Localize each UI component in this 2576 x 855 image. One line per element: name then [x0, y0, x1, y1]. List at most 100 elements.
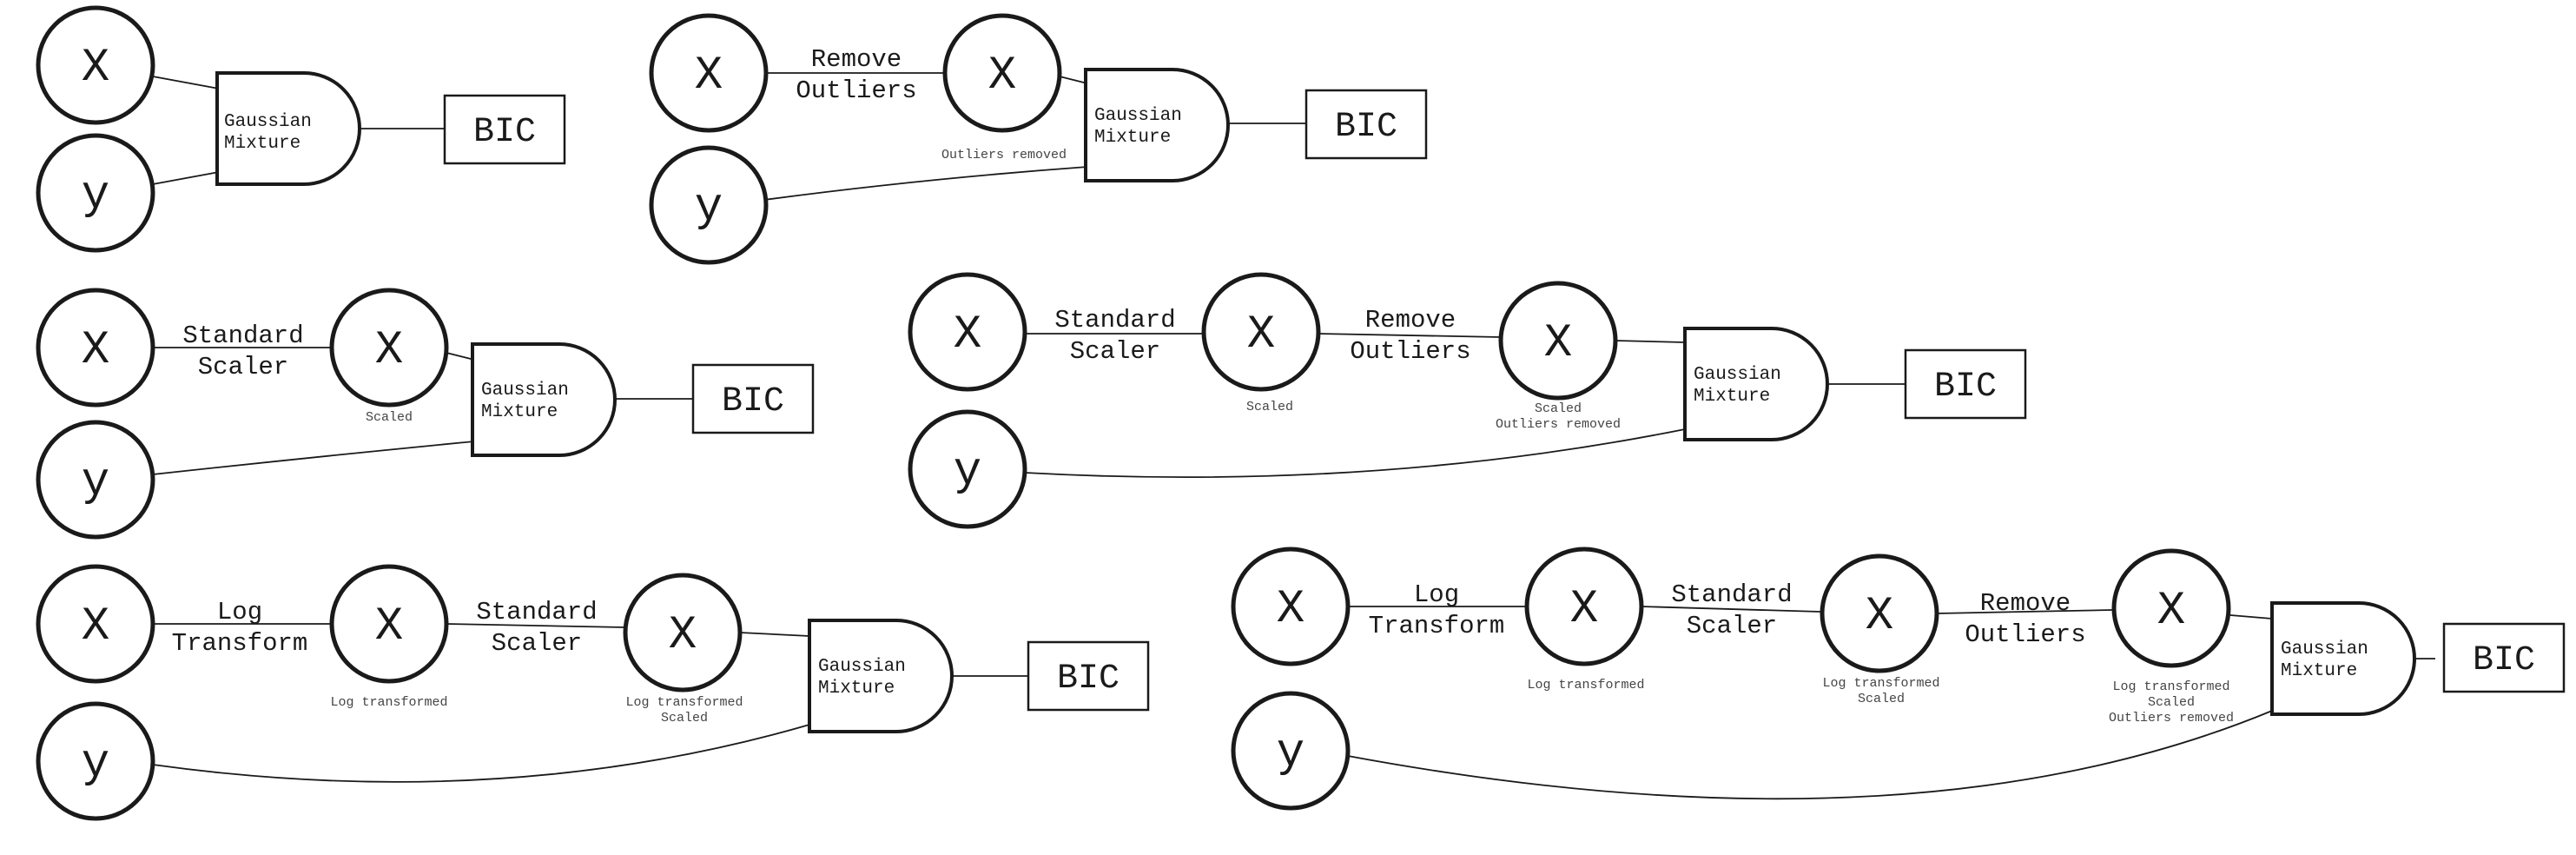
standard-scaler-step: Standard Scaler — [1671, 580, 1792, 640]
y-node: y — [1231, 691, 1351, 811]
gaussian-mixture-node: Gaussian Mixture — [1683, 327, 1829, 441]
gaussian-mixture-node: Gaussian Mixture — [1084, 68, 1230, 182]
x-outliers-removed-node: X Outliers removed — [941, 13, 1067, 162]
standard-scaler-label-line2: Scaler — [1070, 337, 1160, 366]
x-label: X — [1866, 590, 1893, 643]
note-scaled: Scaled — [366, 410, 413, 425]
log-transform-step: Log Transform — [1369, 580, 1505, 640]
bic-label: BIC — [2473, 641, 2535, 680]
standard-scaler-label-line1: Standard — [476, 598, 597, 626]
gaussian-mixture-node: Gaussian Mixture — [471, 342, 617, 457]
x-label: X — [2157, 585, 2185, 638]
note-outliers-removed: Outliers removed — [941, 148, 1067, 162]
gm-label-line1: Gaussian — [224, 112, 312, 132]
standard-scaler-label-line2: Scaler — [1687, 612, 1777, 640]
x-scaled-node: X Scaled — [329, 288, 449, 425]
gaussian-mixture-node: Gaussian Mixture — [2270, 601, 2416, 716]
remove-outliers-step: Remove Outliers — [1965, 589, 2085, 649]
y-node: y — [908, 409, 1027, 529]
x-label: X — [669, 609, 697, 662]
x-label: X — [375, 600, 403, 653]
note-log-transformed: Log transformed — [625, 695, 743, 710]
remove-outliers-label-line2: Outliers — [796, 76, 916, 105]
x-label: X — [988, 50, 1016, 103]
gaussian-mixture-node: Gaussian Mixture — [215, 71, 361, 186]
standard-scaler-step: Standard Scaler — [1054, 306, 1175, 366]
y-node: y — [649, 145, 769, 265]
pipeline-2: X Remove Outliers X Outliers removed y G… — [649, 13, 1428, 265]
remove-outliers-step: Remove Outliers — [1350, 306, 1470, 366]
bic-label: BIC — [1934, 368, 1997, 407]
y-node: y — [36, 133, 155, 253]
gm-label-line1: Gaussian — [1094, 106, 1182, 126]
remove-outliers-label-line1: Remove — [1365, 306, 1456, 335]
y-label: y — [954, 446, 981, 499]
x-scaled-node: X Scaled — [1201, 272, 1321, 414]
note-scaled: Scaled — [1858, 692, 1905, 706]
note-log-transformed: Log transformed — [2112, 679, 2229, 694]
gm-label-line2: Mixture — [224, 134, 301, 154]
bic-node: BIC — [1904, 348, 2027, 420]
standard-scaler-label-line2: Scaler — [198, 353, 288, 381]
standard-scaler-label-line1: Standard — [1054, 306, 1175, 335]
x-label: X — [1277, 583, 1305, 636]
note-log-transformed: Log transformed — [1822, 676, 1939, 691]
x-label: X — [954, 308, 981, 361]
gm-label-line1: Gaussian — [481, 381, 569, 401]
bic-label: BIC — [473, 113, 536, 152]
x-log-node: X Log transformed — [1524, 547, 1645, 693]
x-log-node: X Log transformed — [329, 564, 449, 710]
note-scaled: Scaled — [1535, 401, 1582, 416]
x-node: X — [1231, 547, 1351, 666]
log-transform-label-line1: Log — [217, 598, 262, 626]
y-node: y — [36, 420, 155, 540]
gm-label-line1: Gaussian — [1694, 365, 1781, 385]
log-transform-step: Log Transform — [172, 598, 308, 658]
remove-outliers-step: Remove Outliers — [796, 45, 916, 105]
gm-label-line1: Gaussian — [2281, 640, 2368, 659]
bic-label: BIC — [1335, 108, 1397, 147]
x-label: X — [1247, 308, 1275, 361]
gm-label-line1: Gaussian — [818, 657, 906, 677]
standard-scaler-step: Standard Scaler — [182, 321, 303, 381]
standard-scaler-step: Standard Scaler — [476, 598, 597, 658]
y-label: y — [82, 456, 109, 509]
x-log-scaled-node: X Log transformed Scaled — [623, 573, 743, 726]
y-node: y — [36, 701, 155, 821]
log-transform-label-line1: Log — [1414, 580, 1459, 609]
gm-label-line2: Mixture — [1094, 128, 1171, 148]
remove-outliers-label-line1: Remove — [1980, 589, 2071, 618]
x-label: X — [695, 50, 723, 103]
bic-label: BIC — [722, 382, 784, 421]
pipeline-4: X Standard Scaler X Scaled Remove Outlie… — [908, 272, 2027, 529]
remove-outliers-label-line2: Outliers — [1350, 337, 1470, 366]
gm-label-line2: Mixture — [1694, 387, 1770, 407]
pipeline-6: X Log Transform X Log transformed Standa… — [1231, 547, 2566, 811]
standard-scaler-label-line2: Scaler — [492, 629, 582, 658]
note-outliers-removed: Outliers removed — [1496, 417, 1621, 432]
y-label: y — [1277, 727, 1305, 780]
x-node: X — [649, 13, 769, 133]
bic-node: BIC — [2442, 622, 2566, 693]
log-transform-label-line2: Transform — [172, 629, 308, 658]
x-log-scaled-outliers-removed-node: X Log transformed Scaled Outliers remove… — [2109, 548, 2234, 726]
x-scaled-outliers-removed-node: X Scaled Outliers removed — [1496, 281, 1621, 432]
x-label: X — [82, 42, 109, 95]
log-transform-label-line2: Transform — [1369, 612, 1505, 640]
remove-outliers-label-line1: Remove — [811, 45, 902, 74]
pipeline-1: X y Gaussian Mixture BIC — [36, 5, 566, 253]
gm-label-line2: Mixture — [481, 402, 558, 422]
x-node: X — [36, 5, 155, 125]
x-label: X — [1544, 317, 1572, 370]
x-label: X — [82, 600, 109, 653]
bic-node: BIC — [691, 363, 815, 434]
x-node: X — [36, 288, 155, 408]
x-node: X — [36, 564, 155, 684]
note-scaled: Scaled — [2148, 695, 2195, 710]
bic-node: BIC — [1027, 640, 1150, 712]
x-label: X — [1570, 583, 1598, 636]
note-log-transformed: Log transformed — [330, 695, 447, 710]
x-label: X — [375, 324, 403, 377]
pipeline-3: X Standard Scaler X Scaled y Gaussian Mi… — [36, 288, 815, 540]
note-outliers-removed: Outliers removed — [2109, 711, 2234, 726]
